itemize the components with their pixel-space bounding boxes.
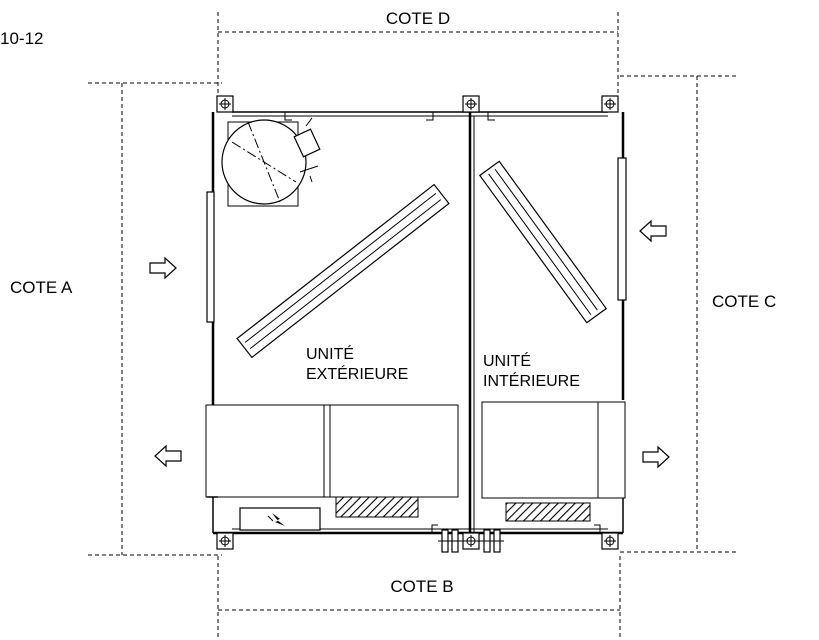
airflow-arrow-out-right	[642, 445, 670, 469]
outdoor-vent-hatch	[335, 496, 419, 518]
corner-bracket-top-left	[216, 95, 234, 113]
pipe-connectors	[438, 529, 504, 553]
lightning-icon	[272, 513, 285, 526]
airflow-arrow-in-left	[149, 256, 177, 280]
dimension-d: COTE D	[217, 9, 619, 100]
hollow-arrow-icon	[639, 219, 667, 243]
fan-assembly	[221, 117, 321, 207]
outdoor-heat-exchanger	[236, 183, 450, 359]
airflow-arrow-in-right	[639, 219, 667, 243]
indoor-unit-label-line1: UNITÉ	[483, 351, 531, 370]
corner-bracket-bottom-right	[601, 532, 619, 550]
grille-left	[206, 191, 215, 323]
dimension-c-label: COTE C	[712, 292, 776, 311]
corner-bracket-top-center	[462, 95, 480, 113]
outdoor-unit-label-line2: EXTÉRIEURE	[306, 364, 408, 383]
dimension-b: COTE B	[217, 556, 621, 637]
indoor-lower-compartment	[481, 401, 626, 533]
outdoor-lower-compartment	[205, 404, 459, 533]
dimension-c: COTE C	[620, 75, 776, 553]
dimension-b-label: COTE B	[390, 577, 453, 596]
hollow-arrow-icon	[149, 256, 177, 280]
hollow-arrow-icon	[154, 444, 182, 468]
indoor-heat-exchanger	[478, 160, 608, 324]
hollow-arrow-icon	[642, 445, 670, 469]
dimension-a: COTE A	[10, 82, 222, 556]
grille-right	[617, 157, 627, 301]
corner-bracket-bottom-left	[216, 532, 234, 550]
dimension-d-label: COTE D	[386, 9, 450, 28]
corner-bracket-top-right	[601, 95, 619, 113]
figure-reference: 10-12	[0, 29, 43, 48]
outdoor-unit-label-line1: UNITÉ	[306, 344, 354, 363]
indoor-unit-label-line2: INTÉRIEURE	[483, 371, 580, 390]
airflow-arrow-out-left	[154, 444, 182, 468]
indoor-vent-hatch	[505, 502, 591, 522]
dimension-a-label: COTE A	[10, 278, 73, 297]
